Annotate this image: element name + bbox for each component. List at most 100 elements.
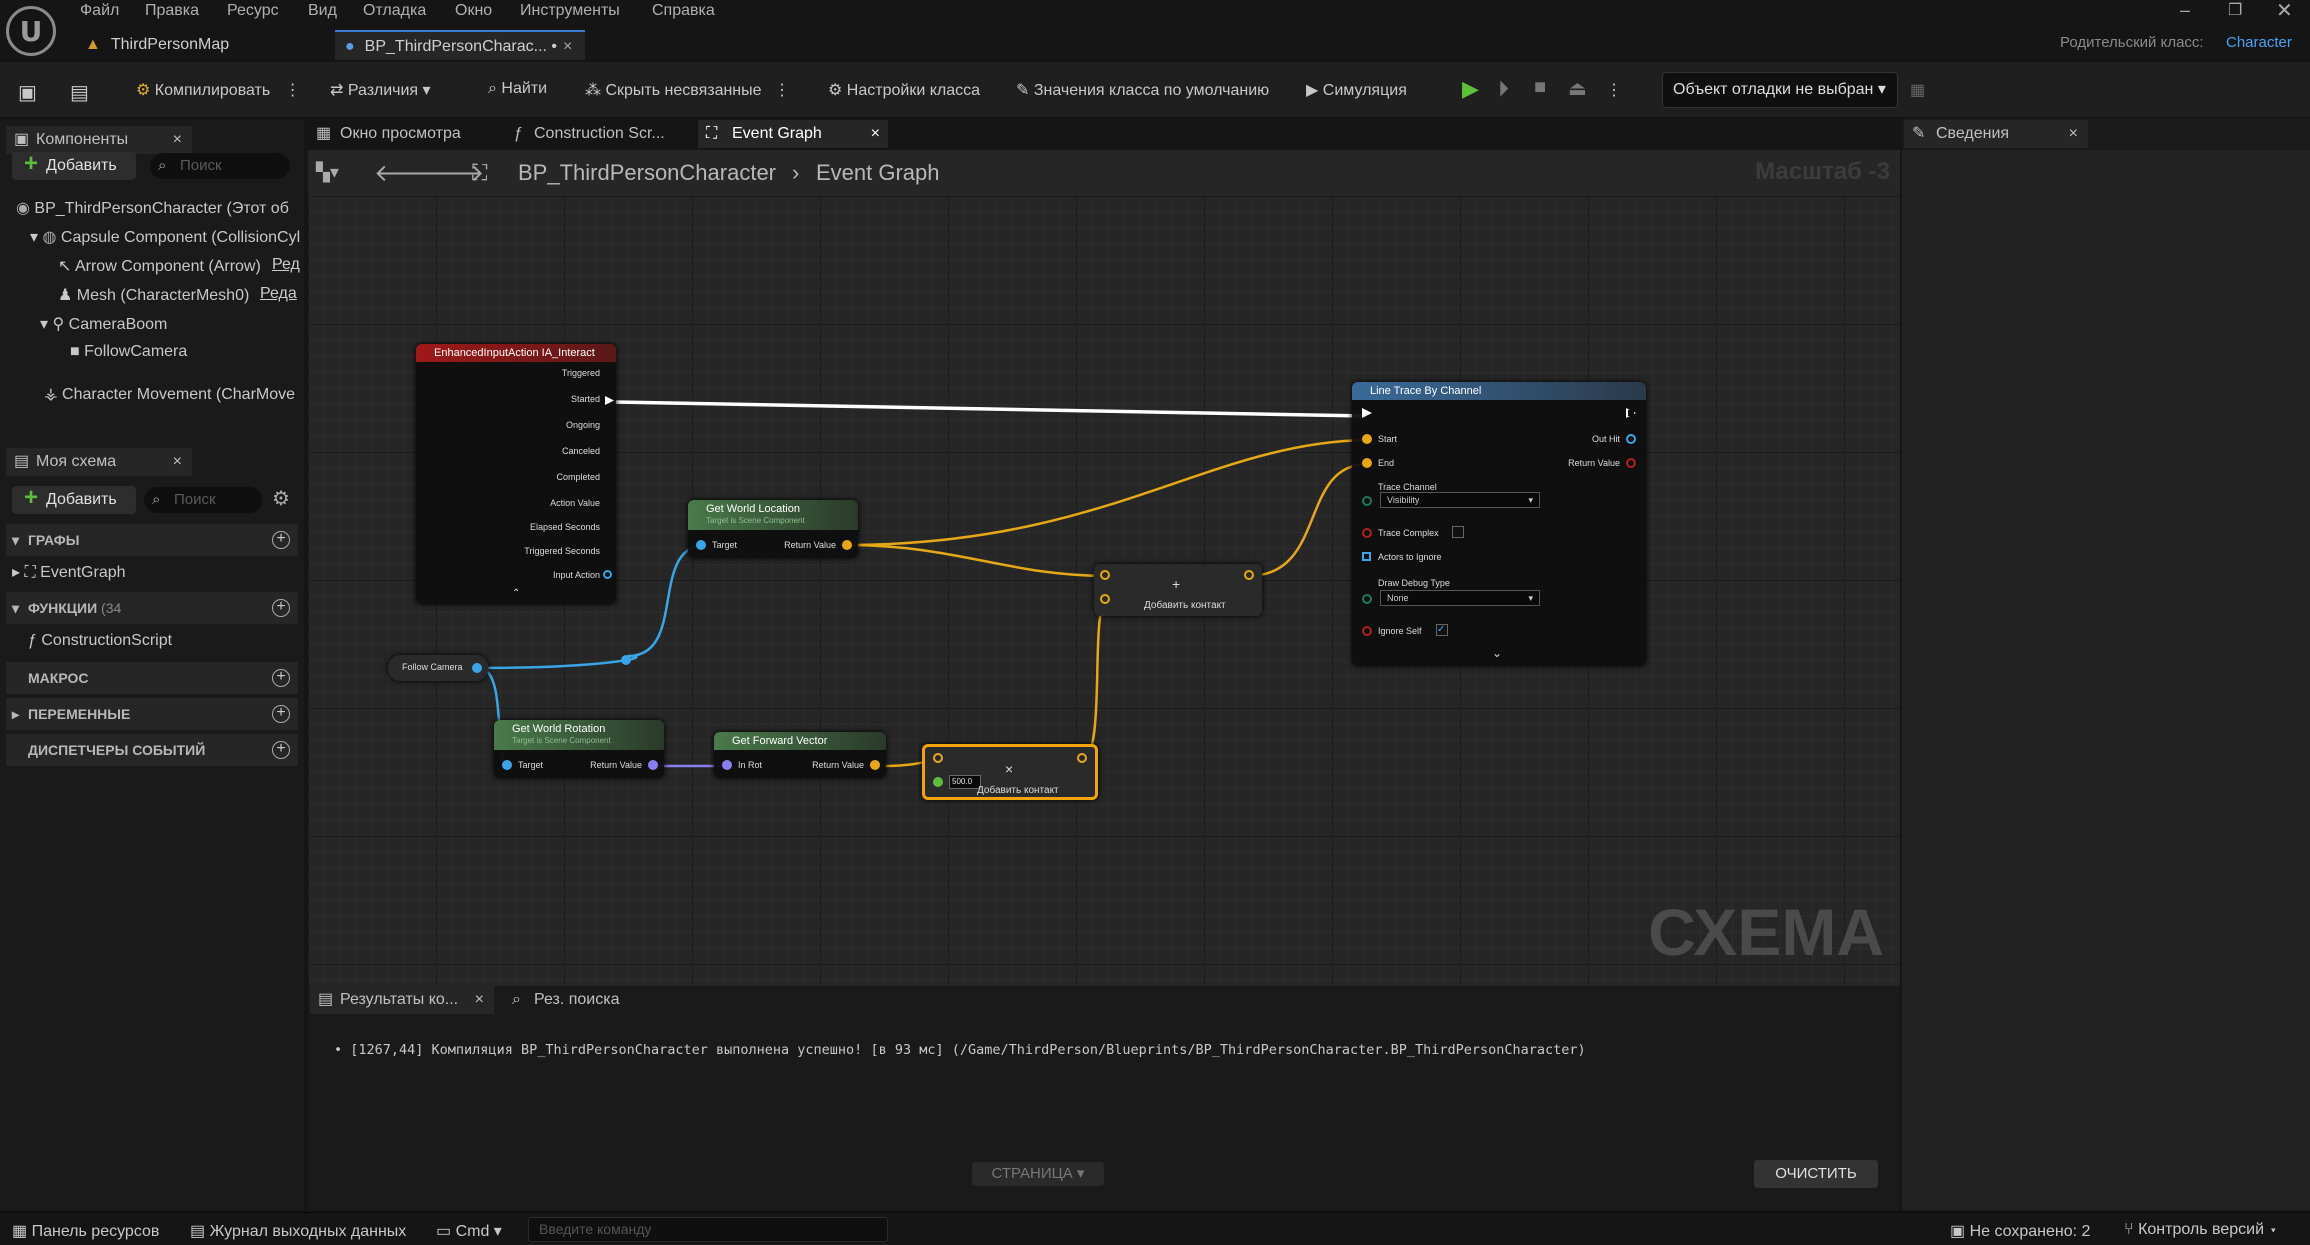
pin-return-value[interactable]: Return Value [1568,458,1620,468]
add-function-icon[interactable]: + [272,599,290,617]
tab-compiler-results[interactable]: ▤Результаты ко...× [310,986,494,1014]
tree-item-eventgraph[interactable]: ▸ ⛶ EventGraph [12,562,292,582]
object-pin-icon[interactable] [603,570,612,579]
object-pin-icon[interactable] [472,663,482,673]
chevron-down-icon[interactable]: ⌄ [1492,646,1503,660]
pin-ongoing[interactable]: Ongoing [565,420,600,430]
forward-arrow-icon[interactable]: 🡒 [420,160,485,187]
object-pin-icon[interactable] [502,760,512,770]
debug-object-select[interactable]: Объект отладки не выбран ▾ [1662,72,1898,108]
more-icon[interactable]: ⋮ [774,82,790,99]
tab-viewport[interactable]: ▦Окно просмотра [310,120,500,148]
node-multiply-vector[interactable]: 500.0 × Добавить контакт [922,744,1098,800]
clear-button[interactable]: ОЧИСТИТЬ [1754,1160,1878,1188]
actors-to-ignore-label[interactable]: Actors to Ignore [1378,552,1442,562]
byte-pin-icon[interactable] [1362,594,1372,604]
menu-window[interactable]: Окно [455,2,493,19]
tree-item-mesh[interactable]: ♟ Mesh (CharacterMesh0) [58,285,254,305]
close-icon[interactable]: × [563,38,573,55]
tab-find-results[interactable]: ⌕Рез. поиска [504,986,654,1014]
source-control-button[interactable]: ⑂ Контроль версий ▾ [2124,1221,2279,1238]
find-button[interactable]: ⌕ Найти [488,80,547,98]
back-arrow-icon[interactable]: 🡐 [374,160,439,187]
object-pin-icon[interactable] [696,540,706,550]
breadcrumb-blueprint[interactable]: BP_ThirdPersonCharacter [518,160,777,185]
pin-target[interactable]: Target [518,760,544,770]
content-drawer-button[interactable]: ▦ Панель ресурсов [12,1221,159,1241]
components-search-input[interactable]: ⌕Поиск [150,153,290,179]
close-icon[interactable]: × [172,453,182,470]
multiplier-input[interactable]: 500.0 [949,775,981,789]
restore-icon[interactable]: ❐ [2228,2,2243,19]
bool-pin-icon[interactable] [1626,458,1636,468]
vector-pin-icon[interactable] [870,760,880,770]
browse-icon[interactable]: ▤ [70,82,89,104]
pin-triggered[interactable]: Triggered [561,368,600,378]
section-functions[interactable]: ▾ФУНКЦИИ (34+ [6,592,298,624]
section-dispatchers[interactable]: ДИСПЕТЧЕРЫ СОБЫТИЙ+ [6,734,298,766]
pin-return-value[interactable]: Return Value [784,540,836,550]
section-variables[interactable]: ▸ПЕРЕМЕННЫЕ+ [6,698,298,730]
menu-tools[interactable]: Инструменты [520,2,620,19]
unreal-logo-icon[interactable]: U [6,6,56,56]
minimize-icon[interactable]: – [2180,0,2191,20]
pin-completed[interactable]: Completed [556,472,600,482]
close-icon[interactable]: × [2068,125,2078,142]
pin-elapsed-seconds[interactable]: Elapsed Seconds [529,522,600,532]
add-variable-icon[interactable]: + [272,705,290,723]
my-blueprint-tab[interactable]: ▤Моя схема× [6,448,192,476]
array-pin-icon[interactable] [1362,552,1371,561]
menu-view[interactable]: Вид [308,2,337,19]
menu-file[interactable]: Файл [80,2,120,19]
add-component-button[interactable]: Добавить [12,150,136,180]
vector-pin-icon[interactable] [933,753,943,763]
pin-input-action[interactable]: Input Action [552,570,600,580]
unsaved-button[interactable]: ▣ Не сохранено: 2 [1950,1221,2090,1241]
step-icon[interactable]: ⏵ [1498,76,1510,101]
eject-icon[interactable]: ⏏ [1568,78,1587,100]
output-log-button[interactable]: ▤ Журнал выходных данных [190,1221,406,1241]
exec-pin-icon[interactable] [605,396,614,405]
pin-started[interactable]: Started [570,394,600,404]
schema-search-input[interactable]: ⌕Поиск [144,487,262,513]
tree-item-followcamera[interactable]: ■ FollowCamera [70,343,302,361]
page-dropdown[interactable]: СТРАНИЦА ▾ [972,1162,1104,1186]
diff-button[interactable]: ⇄ Различия ▾ [330,82,431,99]
pin-return-value[interactable]: Return Value [590,760,642,770]
add-member-button[interactable]: Добавить [12,484,136,514]
console-command-input[interactable]: Введите команду [528,1217,888,1242]
bookmark-icon[interactable]: ▚▾ [316,162,339,182]
parent-class-link[interactable]: Character [2226,34,2292,51]
event-graph-canvas[interactable]: EnhancedInputAction IA_Interact Triggere… [308,196,1900,986]
vector-pin-icon[interactable] [1077,753,1087,763]
more-icon[interactable]: ⋮ [284,82,301,99]
bool-pin-icon[interactable] [1362,528,1372,538]
edit-link[interactable]: Реда [260,285,297,302]
node-get-forward-vector[interactable]: Get Forward Vector In Rot Return Value [714,732,886,778]
tree-item-cameraboom[interactable]: ▾ ⚲ CameraBoom [40,314,302,334]
gear-icon[interactable]: ⚙ [272,488,290,510]
vector-pin-icon[interactable] [842,540,852,550]
add-dispatcher-icon[interactable]: + [272,741,290,759]
pin-out-hit[interactable]: Out Hit [1591,434,1620,444]
tab-details[interactable]: ✎Сведения× [1904,120,2088,148]
ignore-self-checkbox[interactable]: ✓ [1436,624,1448,636]
class-defaults-button[interactable]: ✎ Значения класса по умолчанию [1016,80,1269,100]
vector-pin-icon[interactable] [1244,570,1254,580]
tree-item-arrow[interactable]: ↖ Arrow Component (Arrow) [58,256,264,276]
close-window-icon[interactable]: ✕ [2276,0,2293,22]
tab-third-person-map[interactable]: ▲ThirdPersonMap [85,30,330,60]
pin-in-rot[interactable]: In Rot [738,760,763,770]
node-add-vector[interactable]: + Добавить контакт [1094,564,1262,616]
stop-icon[interactable]: ■ [1534,76,1547,98]
pin-canceled[interactable]: Canceled [561,446,600,456]
tree-item-constructionscript[interactable]: ƒ ConstructionScript [28,632,298,650]
debug-filter-icon[interactable]: ▦ [1910,82,1926,99]
rotator-pin-icon[interactable] [648,760,658,770]
breadcrumb-graph[interactable]: Event Graph [816,160,940,185]
tab-bp-third-person[interactable]: ●BP_ThirdPersonCharac... •× [335,30,585,60]
pin-target[interactable]: Target [712,540,738,550]
